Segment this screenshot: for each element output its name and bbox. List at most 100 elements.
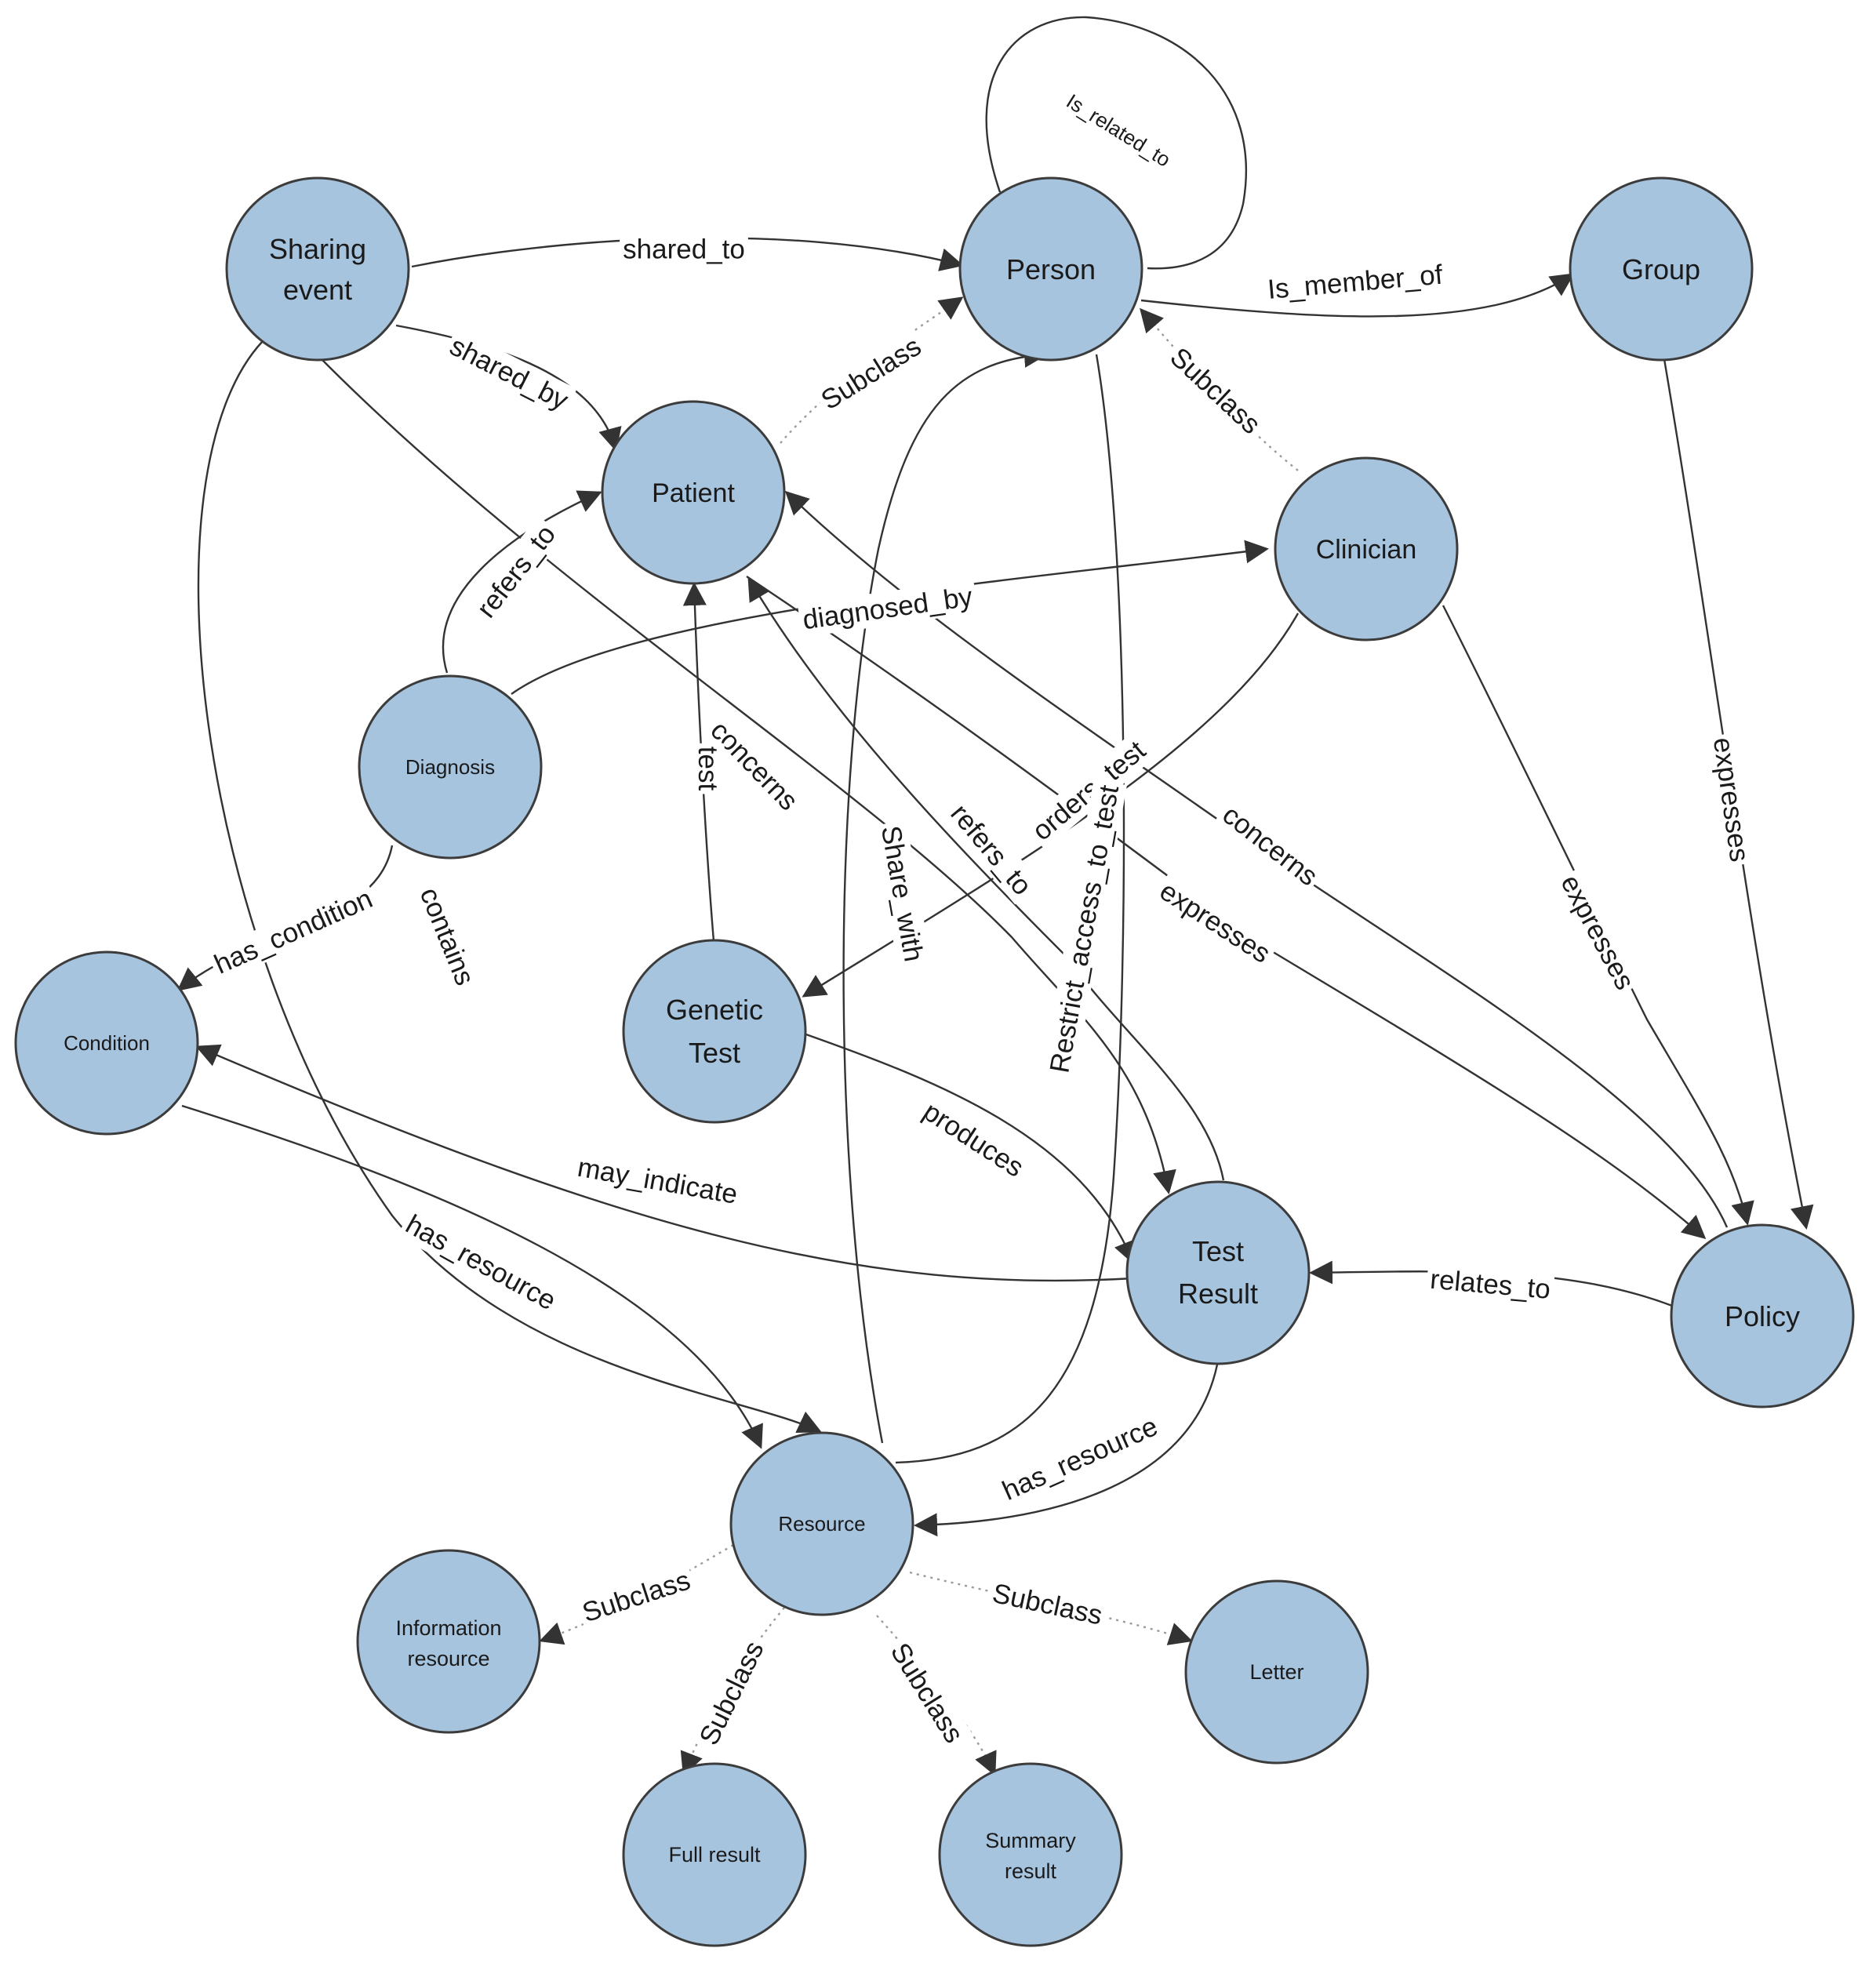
svg-text:shared_to: shared_to (623, 234, 745, 264)
edge-label-produces: produces (914, 1092, 1033, 1187)
svg-text:relates_to: relates_to (1429, 1264, 1552, 1305)
edge-label-background (881, 1634, 973, 1752)
node-full-result[interactable]: Full result (622, 1762, 807, 1947)
svg-text:Test: Test (1192, 1235, 1244, 1267)
svg-text:Letter: Letter (1249, 1660, 1303, 1684)
edge-label-group-expresses: expresses (1705, 732, 1758, 867)
svg-text:Subclass: Subclass (1164, 342, 1266, 440)
edge-label-background (1263, 257, 1448, 307)
edge-label-background (1023, 731, 1155, 850)
edge-label-background (441, 327, 577, 420)
edge-label-background (1213, 796, 1327, 896)
edge-label-diagnosed-by: diagnosed_by (797, 579, 979, 638)
edge-info-subclass (539, 1543, 734, 1645)
edge-is-related-to (985, 16, 1248, 270)
edge-label-background (1425, 1262, 1555, 1307)
edge-label-result-refers-to: refers_to (941, 794, 1042, 905)
edge-label-clinician-subclass-person: Subclass (1161, 338, 1271, 444)
svg-text:produces: produces (918, 1096, 1029, 1183)
edge-sharing-concerns (321, 358, 1176, 1194)
edge-label-clinician-expresses: expresses (1551, 866, 1644, 998)
svg-text:Subclass: Subclass (885, 1637, 969, 1748)
edge-label-background (690, 1633, 773, 1754)
node-clinician[interactable]: Clinician (1274, 456, 1459, 642)
node-genetic-test[interactable]: Genetic Test (622, 939, 807, 1124)
svg-text:resource: resource (407, 1647, 489, 1670)
edge-is-member-of (1140, 273, 1575, 318)
node-group[interactable]: Group (1569, 176, 1754, 362)
svg-text:Genetic: Genetic (666, 994, 763, 1026)
svg-text:contains: contains (414, 883, 481, 989)
edge-label-policy-concerns: concerns (1213, 796, 1327, 896)
edge-label-background (701, 711, 808, 820)
node-summary-result[interactable]: Summary result (938, 1762, 1123, 1947)
svg-text:Condition: Condition (64, 1031, 150, 1055)
edge-label-background (572, 1150, 743, 1212)
edge-label-background (812, 328, 930, 420)
edge-full-subclass (680, 1607, 785, 1776)
edge-label-is-member-of: Is_member_of (1263, 257, 1448, 307)
edge-diagnosis-refers-to (442, 490, 602, 674)
edge-label-background (575, 1562, 698, 1631)
edge-label-condition-has-resource: has_resource (397, 1205, 565, 1320)
edge-share-with (842, 343, 1048, 1444)
edge-label-may-indicate: may_indicate (572, 1150, 743, 1212)
svg-text:concerns: concerns (1216, 799, 1323, 892)
edge-label-background (411, 879, 483, 994)
edge-label-background (994, 1408, 1166, 1510)
svg-text:event: event (283, 274, 352, 306)
svg-text:Share_with: Share_with (875, 823, 929, 964)
edge-shared-by (395, 324, 622, 452)
svg-text:Summary: Summary (985, 1829, 1076, 1852)
edge-label-background (1058, 85, 1179, 175)
svg-text:Test: Test (689, 1037, 740, 1069)
svg-text:test: test (693, 747, 723, 791)
node-patient[interactable]: Patient (601, 400, 786, 585)
node-test-result[interactable]: Test Result (1125, 1180, 1311, 1365)
node-resource[interactable]: Resource (729, 1431, 914, 1616)
node-letter[interactable]: Letter (1184, 1579, 1369, 1765)
svg-text:Subclass: Subclass (816, 331, 926, 416)
edge-result-has-resource (914, 1364, 1219, 1537)
edge-label-is-related-to: Is_related_to (1058, 85, 1179, 175)
svg-text:Is_related_to: Is_related_to (1062, 89, 1174, 172)
edge-label-background (1042, 779, 1127, 1079)
nodes-layer: Sharing event Person Group Patient Clini… (14, 176, 1855, 1947)
svg-text:result: result (1005, 1859, 1057, 1883)
edge-label-background (690, 743, 725, 794)
edge-label-diagnosis-refers-to: refers_to (467, 515, 565, 627)
edge-label-background (873, 820, 932, 968)
edge-label-background (1705, 732, 1758, 867)
svg-text:shared_by: shared_by (445, 331, 573, 416)
edge-label-background (1161, 338, 1271, 444)
node-information-resource[interactable]: Information resource (356, 1549, 541, 1734)
svg-text:Policy: Policy (1725, 1300, 1800, 1332)
edge-label-patient-expresses: expresses (1151, 872, 1280, 972)
edge-label-patient-subclass-person: Subclass (812, 328, 930, 420)
svg-text:Diagnosis: Diagnosis (405, 755, 495, 779)
svg-text:Subclass: Subclass (693, 1637, 769, 1750)
svg-text:Information: Information (395, 1616, 501, 1640)
svg-text:Resource: Resource (778, 1512, 865, 1536)
edge-label-background (1151, 872, 1280, 972)
node-diagnosis[interactable]: Diagnosis (358, 674, 543, 860)
edge-clinician-subclass-person (1140, 307, 1299, 471)
node-policy[interactable]: Policy (1670, 1223, 1855, 1408)
svg-text:expresses: expresses (1554, 870, 1640, 994)
edge-condition-has-resource (181, 1104, 763, 1449)
edge-label-background (914, 1092, 1033, 1187)
node-person[interactable]: Person (958, 176, 1143, 362)
edge-label-shared-by: shared_by (441, 327, 577, 420)
svg-text:expresses: expresses (1154, 875, 1276, 969)
node-condition[interactable]: Condition (14, 950, 199, 1136)
edge-label-relates-to: relates_to (1425, 1262, 1555, 1307)
edge-label-info-subclass: Subclass (575, 1562, 698, 1631)
edge-label-summary-subclass: Subclass (881, 1634, 973, 1752)
node-sharing-event[interactable]: Sharing event (225, 176, 410, 362)
edge-produces (803, 1032, 1136, 1265)
edge-label-background (397, 1205, 565, 1320)
edge-label-shared-to: shared_to (620, 232, 748, 267)
edge-label-background (620, 232, 748, 267)
edge-may-indicate (195, 1044, 1134, 1282)
